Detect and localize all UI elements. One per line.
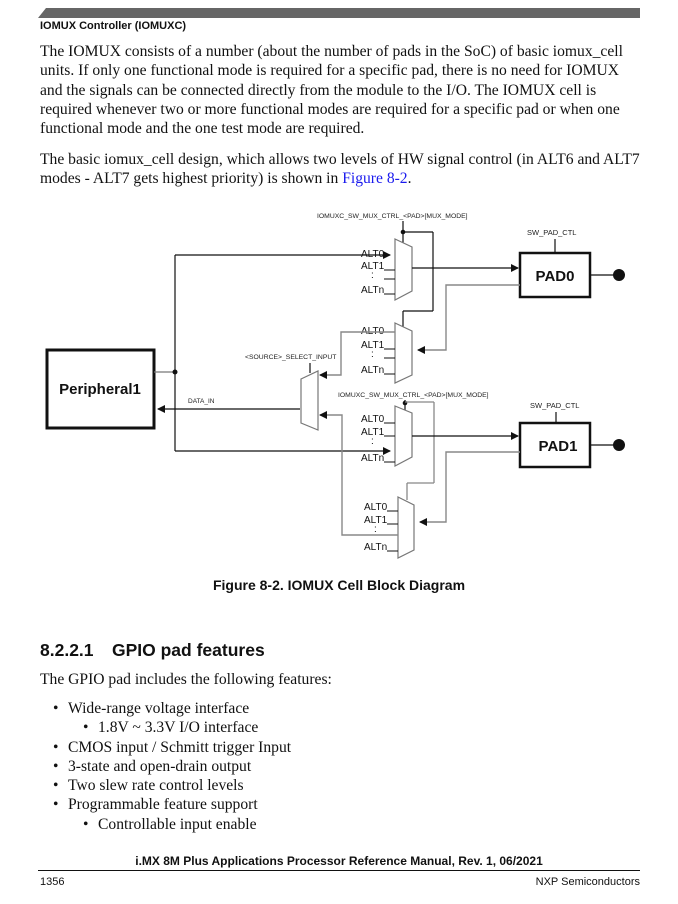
output-mux-pad0 [394, 238, 413, 301]
pad0-box [518, 251, 592, 299]
alt0-label: ALT0 [361, 249, 385, 260]
pad1-label: PAD1 [539, 438, 578, 455]
section-title: GPIO pad features [112, 640, 265, 660]
intro-paragraph: The IOMUX consists of a number (about th… [40, 43, 623, 138]
list-item: Two slew rate control levels [53, 776, 291, 796]
pad0-terminal [613, 269, 625, 281]
pad0-input-wire [417, 284, 520, 354]
altn-label: ALTn [361, 453, 384, 464]
sw-pad-ctl-label-pad0: SW_PAD_CTL [527, 228, 576, 237]
input-mux-pad0 [394, 322, 413, 384]
company-name: NXP Semiconductors [535, 876, 640, 888]
list-item: 3-state and open-drain output [53, 757, 291, 777]
altn-label: ALTn [364, 542, 387, 553]
page-number: 1356 [40, 876, 65, 888]
alt1-label: ALT1 [361, 261, 385, 272]
running-header: IOMUX Controller (IOMUXC) [40, 20, 187, 32]
alt0-label: ALT0 [364, 502, 388, 513]
dots-label: : [374, 524, 377, 535]
paragraph-end: . [407, 170, 412, 188]
pad0-label: PAD0 [536, 268, 575, 285]
list-item: CMOS input / Schmitt trigger Input [53, 738, 291, 758]
header-bar [38, 8, 640, 18]
list-item: Controllable input enable [83, 815, 291, 835]
input-mux-pad1 [397, 496, 415, 559]
data-in-label: DATA_IN [188, 398, 215, 405]
feature-list: Wide-range voltage interface 1.8V ~ 3.3V… [53, 699, 291, 834]
mux-ctrl-bottom-label: IOMUXC_SW_MUX_CTRL_<PAD>[MUX_MODE] [338, 392, 489, 399]
list-item: Programmable feature support [53, 795, 291, 815]
select-input-mux [300, 370, 319, 431]
alt1-label: ALT1 [364, 515, 388, 526]
dots-label: : [371, 349, 374, 360]
footer-title: i.MX 8M Plus Applications Processor Refe… [135, 854, 543, 868]
altn-label: ALTn [361, 365, 384, 376]
sw-pad-ctl-label-pad1: SW_PAD_CTL [530, 401, 579, 410]
dots-label: : [371, 270, 374, 281]
iomux-cell-block-diagram: Peripheral1 DATA_IN IOMUXC_SW_MUX_CTRL_<… [0, 195, 678, 570]
section-heading: 8.2.2.1 GPIO pad features [40, 640, 265, 661]
select-input-wire-1 [319, 411, 398, 536]
peripheral1-label: Peripheral1 [59, 381, 141, 398]
section-number: 8.2.2.1 [40, 640, 94, 660]
alt1-label: ALT1 [361, 427, 385, 438]
alt0-label: ALT0 [361, 414, 385, 425]
select-input-label: <SOURCE>_SELECT_INPUT [245, 354, 336, 361]
select-input-wire-0 [319, 331, 395, 379]
altn-label: ALTn [361, 285, 384, 296]
paragraph-text: The basic iomux_cell design, which allow… [40, 151, 640, 188]
peripheral1-box [45, 348, 156, 430]
alt1-label: ALT1 [361, 340, 385, 351]
figure-reference-paragraph: The basic iomux_cell design, which allow… [40, 150, 640, 189]
pad1-terminal [613, 439, 625, 451]
footer-divider [38, 870, 640, 871]
pad1-input-wire [419, 451, 520, 526]
output-mux-pad1 [394, 405, 413, 467]
dots-label: : [371, 436, 374, 447]
section-intro: The GPIO pad includes the following feat… [40, 671, 332, 688]
diagram-svg: Peripheral1 DATA_IN IOMUXC_SW_MUX_CTRL_<… [45, 213, 625, 559]
figure-link[interactable]: Figure 8-2 [342, 170, 408, 188]
figure-caption: Figure 8-2. IOMUX Cell Block Diagram [212, 577, 466, 593]
mux-ctrl-top-label: IOMUXC_SW_MUX_CTRL_<PAD>[MUX_MODE] [317, 213, 468, 220]
list-item: Wide-range voltage interface [53, 699, 291, 719]
list-item: 1.8V ~ 3.3V I/O interface [83, 718, 291, 738]
